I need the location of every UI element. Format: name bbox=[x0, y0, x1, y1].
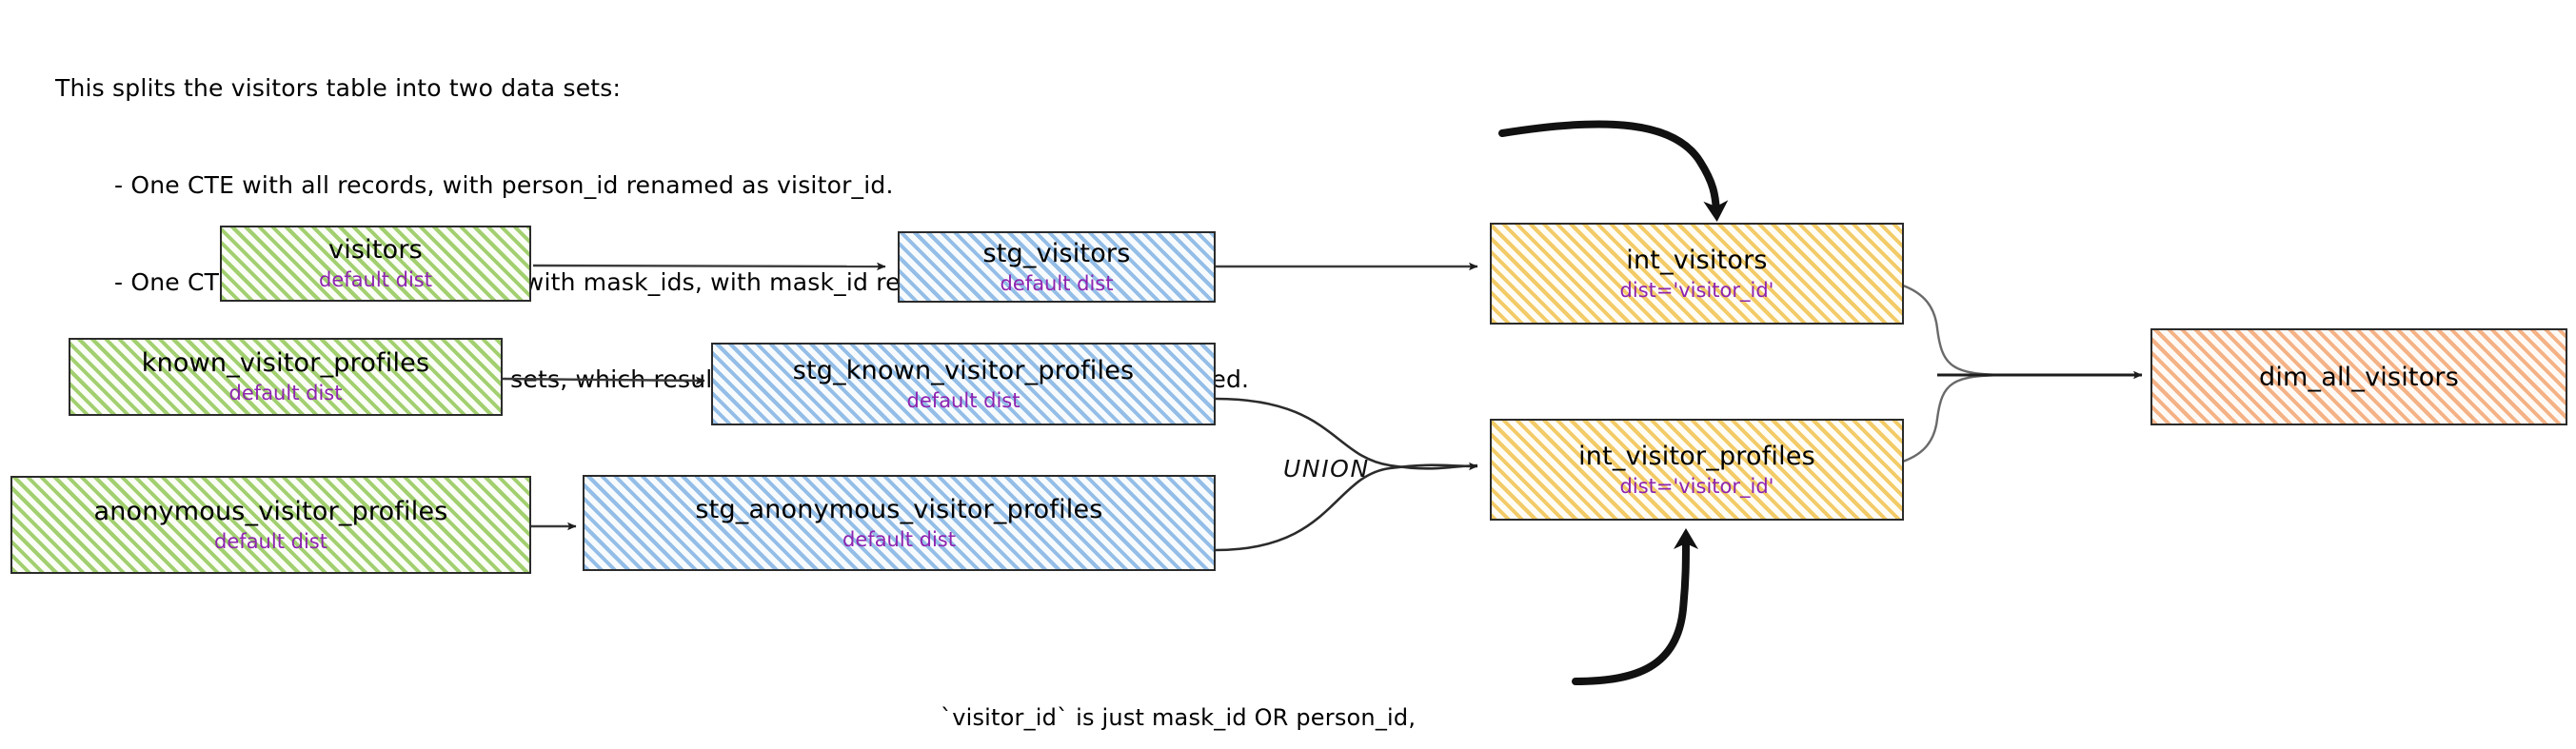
annotation-arrow-to-int-visitor-profiles bbox=[1572, 528, 1698, 685]
node-stg-known-visitor-profiles[interactable]: stg_known_visitor_profiles default dist bbox=[711, 343, 1216, 425]
node-visitors-title: visitors bbox=[328, 235, 423, 265]
node-stg-visitors-title: stg_visitors bbox=[982, 238, 1131, 268]
node-int-visitor-profiles-title: int_visitor_profiles bbox=[1578, 441, 1815, 471]
node-anonymous-visitor-profiles[interactable]: anonymous_visitor_profiles default dist bbox=[10, 476, 531, 574]
node-stg-known-visitor-profiles-title: stg_known_visitor_profiles bbox=[792, 355, 1135, 385]
node-anonymous-visitor-profiles-subtitle: default dist bbox=[214, 529, 327, 553]
annotation-arrow-to-int-visitors bbox=[1498, 120, 1729, 222]
node-int-visitor-profiles[interactable]: int_visitor_profiles dist='visitor_id' bbox=[1490, 419, 1904, 521]
node-stg-visitors-subtitle: default dist bbox=[1000, 271, 1114, 295]
header-annotation-line-2: - One CTE with all records, with person_… bbox=[114, 171, 894, 199]
node-int-visitors-title: int_visitors bbox=[1626, 245, 1768, 275]
node-visitors-subtitle: default dist bbox=[319, 268, 432, 291]
node-stg-visitors[interactable]: stg_visitors default dist bbox=[898, 231, 1216, 303]
node-known-visitor-profiles-subtitle: default dist bbox=[228, 382, 343, 404]
node-anonymous-visitor-profiles-title: anonymous_visitor_profiles bbox=[93, 496, 448, 526]
node-dim-all-visitors-title: dim_all_visitors bbox=[2258, 362, 2459, 392]
bottom-annotation: `visitor_id` is just mask_id OR person_i… bbox=[941, 640, 1477, 749]
node-dim-all-visitors[interactable]: dim_all_visitors bbox=[2150, 328, 2567, 425]
edge-label-union: UNION bbox=[1283, 455, 1370, 483]
node-int-visitor-profiles-subtitle: dist='visitor_id' bbox=[1619, 474, 1774, 498]
node-visitors[interactable]: visitors default dist bbox=[220, 226, 531, 302]
node-known-visitor-profiles-title: known_visitor_profiles bbox=[141, 348, 430, 378]
bottom-annotation-line-1: `visitor_id` is just mask_id OR person_i… bbox=[941, 704, 1417, 731]
node-stg-anonymous-visitor-profiles[interactable]: stg_anonymous_visitor_profiles default d… bbox=[583, 475, 1216, 571]
header-annotation-line-1: This splits the visitors table into two … bbox=[55, 74, 622, 102]
node-known-visitor-profiles[interactable]: known_visitor_profiles default dist bbox=[69, 338, 503, 416]
node-stg-anonymous-visitor-profiles-title: stg_anonymous_visitor_profiles bbox=[695, 494, 1103, 524]
node-stg-anonymous-visitor-profiles-subtitle: default dist bbox=[842, 527, 956, 551]
node-stg-known-visitor-profiles-subtitle: default dist bbox=[906, 388, 1020, 412]
node-int-visitors[interactable]: int_visitors dist='visitor_id' bbox=[1490, 223, 1904, 325]
node-int-visitors-subtitle: dist='visitor_id' bbox=[1619, 278, 1774, 302]
